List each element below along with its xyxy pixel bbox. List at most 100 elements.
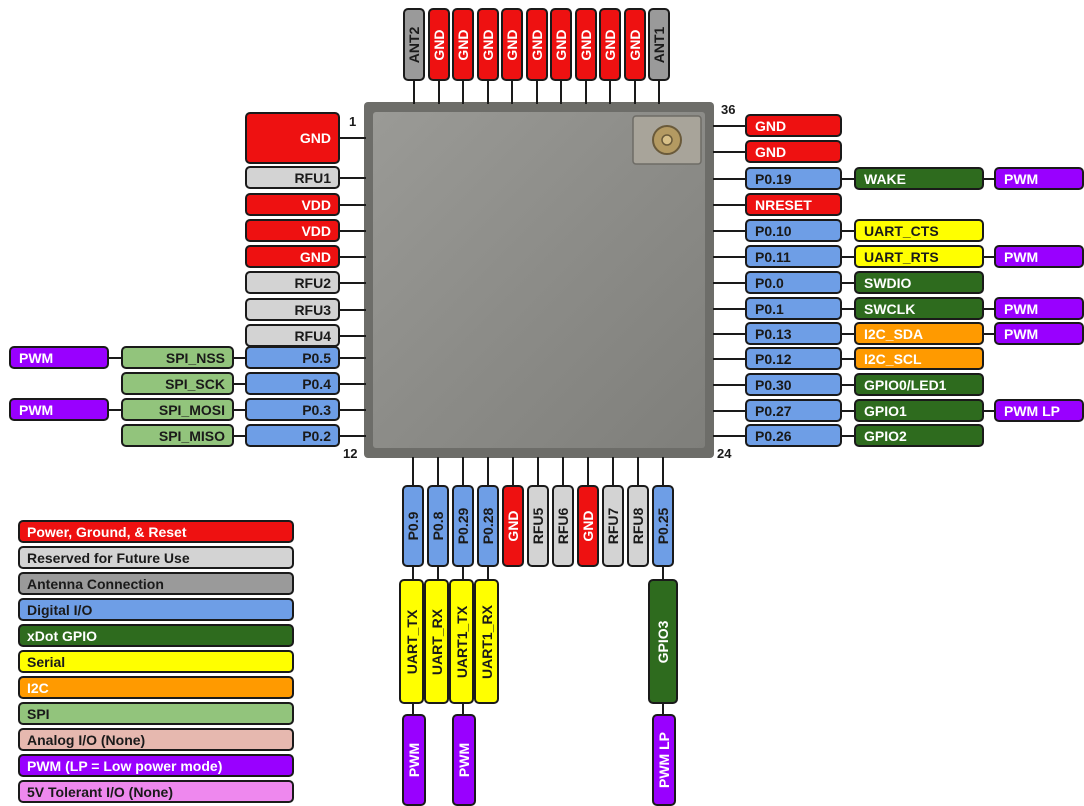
right-pin-5-lead — [713, 229, 745, 232]
legend-item-analog: Analog I/O (None) — [18, 728, 294, 751]
bottom-pin-1-pwm: PWM — [402, 714, 426, 806]
left-pin-6-label: RFU2 — [245, 271, 340, 294]
right-pin-11-func: GPIO0/LED1 — [854, 373, 984, 396]
right-pin-12-pwm-link — [984, 409, 994, 412]
right-pin-12-func: GPIO1 — [854, 399, 984, 422]
right-pin-3-pwm-link — [984, 177, 994, 180]
top-pin-2-label-text: GND — [431, 28, 447, 61]
left-pin-1-label: GND — [245, 112, 340, 164]
top-pin-1-label: ANT2 — [403, 8, 425, 81]
bottom-pin-3-lead — [462, 457, 464, 485]
bottom-pin-5-lead — [512, 457, 514, 485]
left-pin-8-label: RFU4 — [245, 324, 340, 347]
right-pin-2-label: GND — [745, 140, 842, 163]
legend-item-xdot: xDot GPIO — [18, 624, 294, 647]
right-pin-7-func-link — [842, 281, 854, 284]
right-pin-4-lead — [713, 203, 745, 206]
right-pin-12-pwm: PWM LP — [994, 399, 1084, 422]
pin-number-12: 12 — [343, 446, 358, 461]
bottom-pin-11-pwm: PWM LP — [652, 714, 676, 806]
right-pin-9-label: P0.13 — [745, 322, 842, 345]
top-pin-3-label: GND — [452, 8, 474, 81]
left-pin-2-label: RFU1 — [245, 166, 340, 189]
bottom-pin-7-label: RFU6 — [552, 485, 574, 567]
bottom-pin-5-label: GND — [502, 485, 524, 567]
left-pin-9-pwm: PWM — [9, 346, 109, 369]
bottom-pin-3-label: P0.29 — [452, 485, 474, 567]
bottom-pin-1-func-text: UART_TX — [403, 609, 420, 674]
bottom-pin-3-pwm: PWM — [452, 714, 476, 806]
left-pin-4-lead — [340, 229, 366, 232]
right-pin-3-func-link — [842, 177, 854, 180]
top-pin-4-label: GND — [477, 8, 499, 81]
bottom-pin-2-lead — [437, 457, 439, 485]
left-pin-2-lead — [340, 176, 366, 179]
right-pin-9-func-link — [842, 332, 854, 335]
top-pin-7-label: GND — [550, 8, 572, 81]
bottom-pin-10-lead — [637, 457, 639, 485]
bottom-pin-1-lead — [412, 457, 414, 485]
pin-number-1: 1 — [349, 114, 357, 129]
pin-number-36: 36 — [721, 102, 736, 117]
legend-item-reserved: Reserved for Future Use — [18, 546, 294, 569]
left-pin-11-lead — [340, 408, 366, 411]
right-pin-8-func: SWCLK — [854, 297, 984, 320]
right-pin-12-func-link — [842, 409, 854, 412]
bottom-pin-1-label: P0.9 — [402, 485, 424, 567]
legend-item-spi: SPI — [18, 702, 294, 725]
bottom-pin-2-func-text: UART_RX — [428, 608, 445, 675]
bottom-pin-3-func-link — [462, 567, 464, 579]
bottom-pin-11-label-text: P0.25 — [655, 507, 671, 545]
right-pin-9-lead — [713, 332, 745, 335]
bottom-pin-1-pwm-link — [412, 704, 414, 714]
top-pin-3-label-text: GND — [455, 28, 471, 61]
right-pin-8-lead — [713, 307, 745, 310]
right-pin-11-label: P0.30 — [745, 373, 842, 396]
left-pin-7-label: RFU3 — [245, 298, 340, 321]
right-pin-3-label: P0.19 — [745, 167, 842, 190]
bottom-pin-6-label: RFU5 — [527, 485, 549, 567]
bottom-pin-10-label-text: RFU8 — [630, 507, 646, 545]
bottom-pin-8-lead — [587, 457, 589, 485]
bottom-pin-1-label-text: P0.9 — [405, 511, 421, 541]
top-pin-11-label: ANT1 — [648, 8, 670, 81]
legend-item-tolerant: 5V Tolerant I/O (None) — [18, 780, 294, 803]
right-pin-6-func: UART_RTS — [854, 245, 984, 268]
left-pin-9-spi: SPI_NSS — [121, 346, 234, 369]
right-pin-5-func-link — [842, 229, 854, 232]
left-pin-11-pwm-link — [109, 408, 121, 411]
left-pin-5-lead — [340, 255, 366, 258]
pin-number-24: 24 — [717, 446, 732, 461]
top-pin-5-label: GND — [501, 8, 523, 81]
bottom-pin-2-label-text: P0.8 — [430, 511, 446, 541]
bottom-pin-4-label: P0.28 — [477, 485, 499, 567]
bottom-pin-5-label-text: GND — [505, 510, 521, 542]
left-pin-6-lead — [340, 281, 366, 284]
top-pin-7-label-text: GND — [553, 28, 569, 61]
left-pin-10-lead — [340, 382, 366, 385]
top-pin-2-lead — [438, 81, 440, 104]
left-pin-7-lead — [340, 308, 366, 311]
right-pin-7-label: P0.0 — [745, 271, 842, 294]
antenna-connector-center — [661, 134, 673, 146]
left-pin-10-spi-link — [234, 382, 245, 385]
right-pin-8-func-link — [842, 307, 854, 310]
bottom-pin-2-func: UART_RX — [424, 579, 449, 704]
bottom-pin-4-func: UART1_RX — [474, 579, 499, 704]
left-pin-11-spi-link — [234, 408, 245, 411]
bottom-pin-7-label-text: RFU6 — [555, 507, 571, 545]
top-pin-4-lead — [487, 81, 489, 104]
top-pin-8-label-text: GND — [578, 28, 594, 61]
bottom-pin-3-func-text: UART1_TX — [453, 605, 470, 678]
right-pin-8-label: P0.1 — [745, 297, 842, 320]
left-pin-9-lead — [340, 356, 366, 359]
bottom-pin-11-pwm-link — [662, 704, 664, 714]
right-pin-6-pwm: PWM — [994, 245, 1084, 268]
left-pin-10-spi: SPI_SCK — [121, 372, 234, 395]
top-pin-9-lead — [609, 81, 611, 104]
bottom-pin-9-lead — [612, 457, 614, 485]
bottom-pin-11-lead — [662, 457, 664, 485]
right-pin-13-func-link — [842, 434, 854, 437]
top-pin-3-lead — [462, 81, 464, 104]
legend-item-pwm: PWM (LP = Low power mode) — [18, 754, 294, 777]
